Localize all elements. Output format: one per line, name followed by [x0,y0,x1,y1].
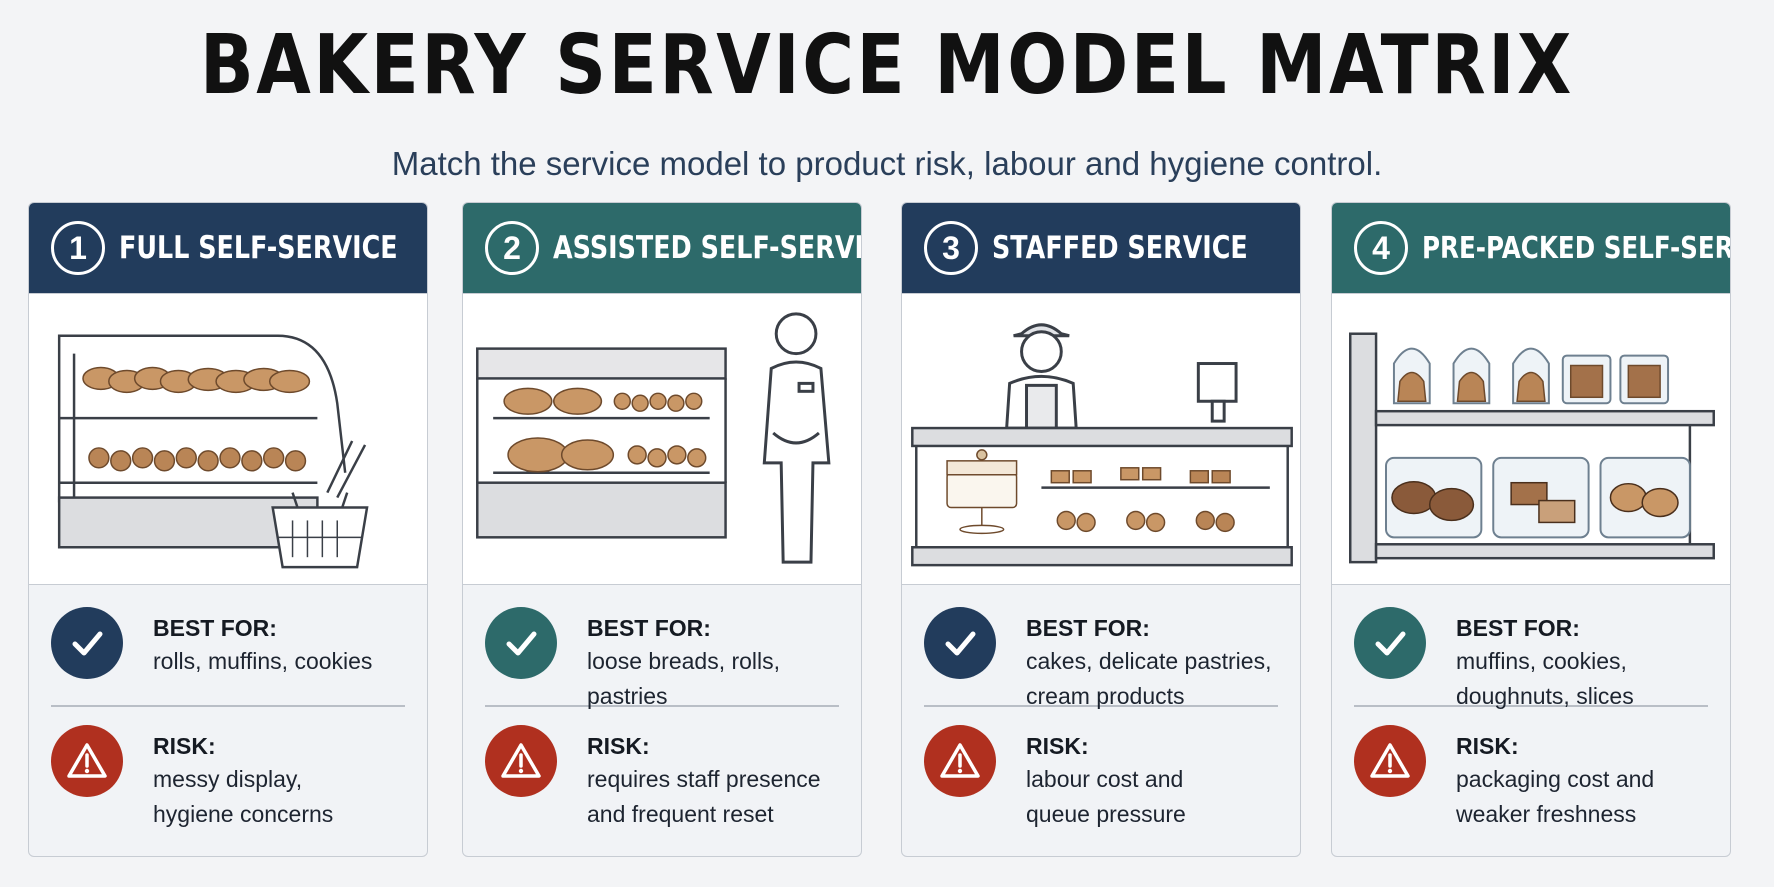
card-heading: FULL SELF-SERVICE [119,230,398,266]
divider [1354,705,1708,707]
warning-icon [485,724,557,797]
best-for-line-2: doughnuts, slices [1456,683,1634,709]
packaged-shelf-icon [1349,332,1715,564]
risk-line-2: hygiene concerns [153,800,334,827]
page-subtitle: Match the service model to product risk,… [391,145,1383,182]
best-for-line-1: cakes, delicate pastries, [1026,648,1272,674]
best-for-row: BEST FOR: rolls, muffins, cookies [29,585,427,705]
check-icon [924,607,996,679]
card-header: 1 FULL SELF-SERVICE [29,203,427,293]
divider [924,705,1278,707]
best-for-label: BEST FOR: [153,615,277,641]
risk-line-1: messy display, [153,765,303,792]
risk-line-1: requires staff presence [587,765,821,792]
counter-staff-icon [911,323,1293,567]
card-header: 3 STAFFED SERVICE [902,203,1300,293]
risk-label: RISK: [587,732,650,759]
card-heading: STAFFED SERVICE [992,230,1248,266]
divider [51,705,405,707]
risk-line-1: labour cost and [1026,765,1184,792]
card-number: 3 [924,221,978,275]
risk-line-2: weaker freshness [1456,800,1637,827]
card-number: 2 [485,221,539,275]
card-heading: PRE-PACKED SELF-SERVICE [1422,230,1730,266]
best-for-line-2: pastries [587,683,668,709]
card-assisted-self-service: 2 ASSISTED SELF-SERVICE [462,202,862,857]
best-for-label: BEST FOR: [587,615,711,641]
card-header: 4 PRE-PACKED SELF-SERVICE [1332,203,1730,293]
best-for-label: BEST FOR: [1456,615,1580,641]
check-icon [51,607,123,679]
assisted-display-illustration [463,293,861,585]
self-service-display-illustration [29,293,427,585]
best-for-row: BEST FOR: muffins, cookies, doughnuts, s… [1332,585,1730,709]
best-for-row: BEST FOR: loose breads, rolls, pastries [463,585,861,709]
best-for-line-1: loose breads, rolls, [587,648,781,674]
card-heading: ASSISTED SELF-SERVICE [553,230,861,266]
risk-line-1: packaging cost and [1456,765,1655,792]
card-pre-packed-self-service: 4 PRE-PACKED SELF-SERVICE [1331,202,1731,857]
card-header: 2 ASSISTED SELF-SERVICE [463,203,861,293]
risk-row: RISK: packaging cost and weaker freshnes… [1332,707,1730,827]
card-staffed-service: 3 STAFFED SERVICE [901,202,1301,857]
warning-icon [924,724,996,797]
best-for-label: BEST FOR: [1026,615,1150,641]
page-title: BAKERY SERVICE MODEL MATRIX [199,18,1575,113]
best-for-line-2: cream products [1026,683,1185,709]
risk-label: RISK: [1026,732,1089,759]
risk-row: RISK: messy display, hygiene concerns [29,707,427,827]
card-full-self-service: 1 FULL SELF-SERVICE [28,202,428,857]
pre-packed-shelf-illustration [1332,293,1730,585]
best-for-line-1: muffins, cookies, [1456,648,1627,674]
display-case-staff-icon [476,312,831,564]
check-icon [485,607,557,679]
warning-icon [51,724,123,797]
warning-icon [1354,724,1426,797]
risk-line-2: and frequent reset [587,800,774,827]
risk-label: RISK: [1456,732,1519,759]
best-for-row: BEST FOR: cakes, delicate pastries, crea… [902,585,1300,709]
risk-label: RISK: [153,732,216,759]
display-case-basket-icon [57,334,369,569]
divider [485,705,839,707]
risk-row: RISK: requires staff presence and freque… [463,707,861,827]
card-number: 1 [51,221,105,275]
risk-line-2: queue pressure [1026,800,1186,827]
staffed-counter-illustration [902,293,1300,585]
card-number: 4 [1354,221,1408,275]
check-icon [1354,607,1426,679]
risk-row: RISK: labour cost and queue pressure [902,707,1300,827]
best-for-line-1: rolls, muffins, cookies [153,648,373,674]
